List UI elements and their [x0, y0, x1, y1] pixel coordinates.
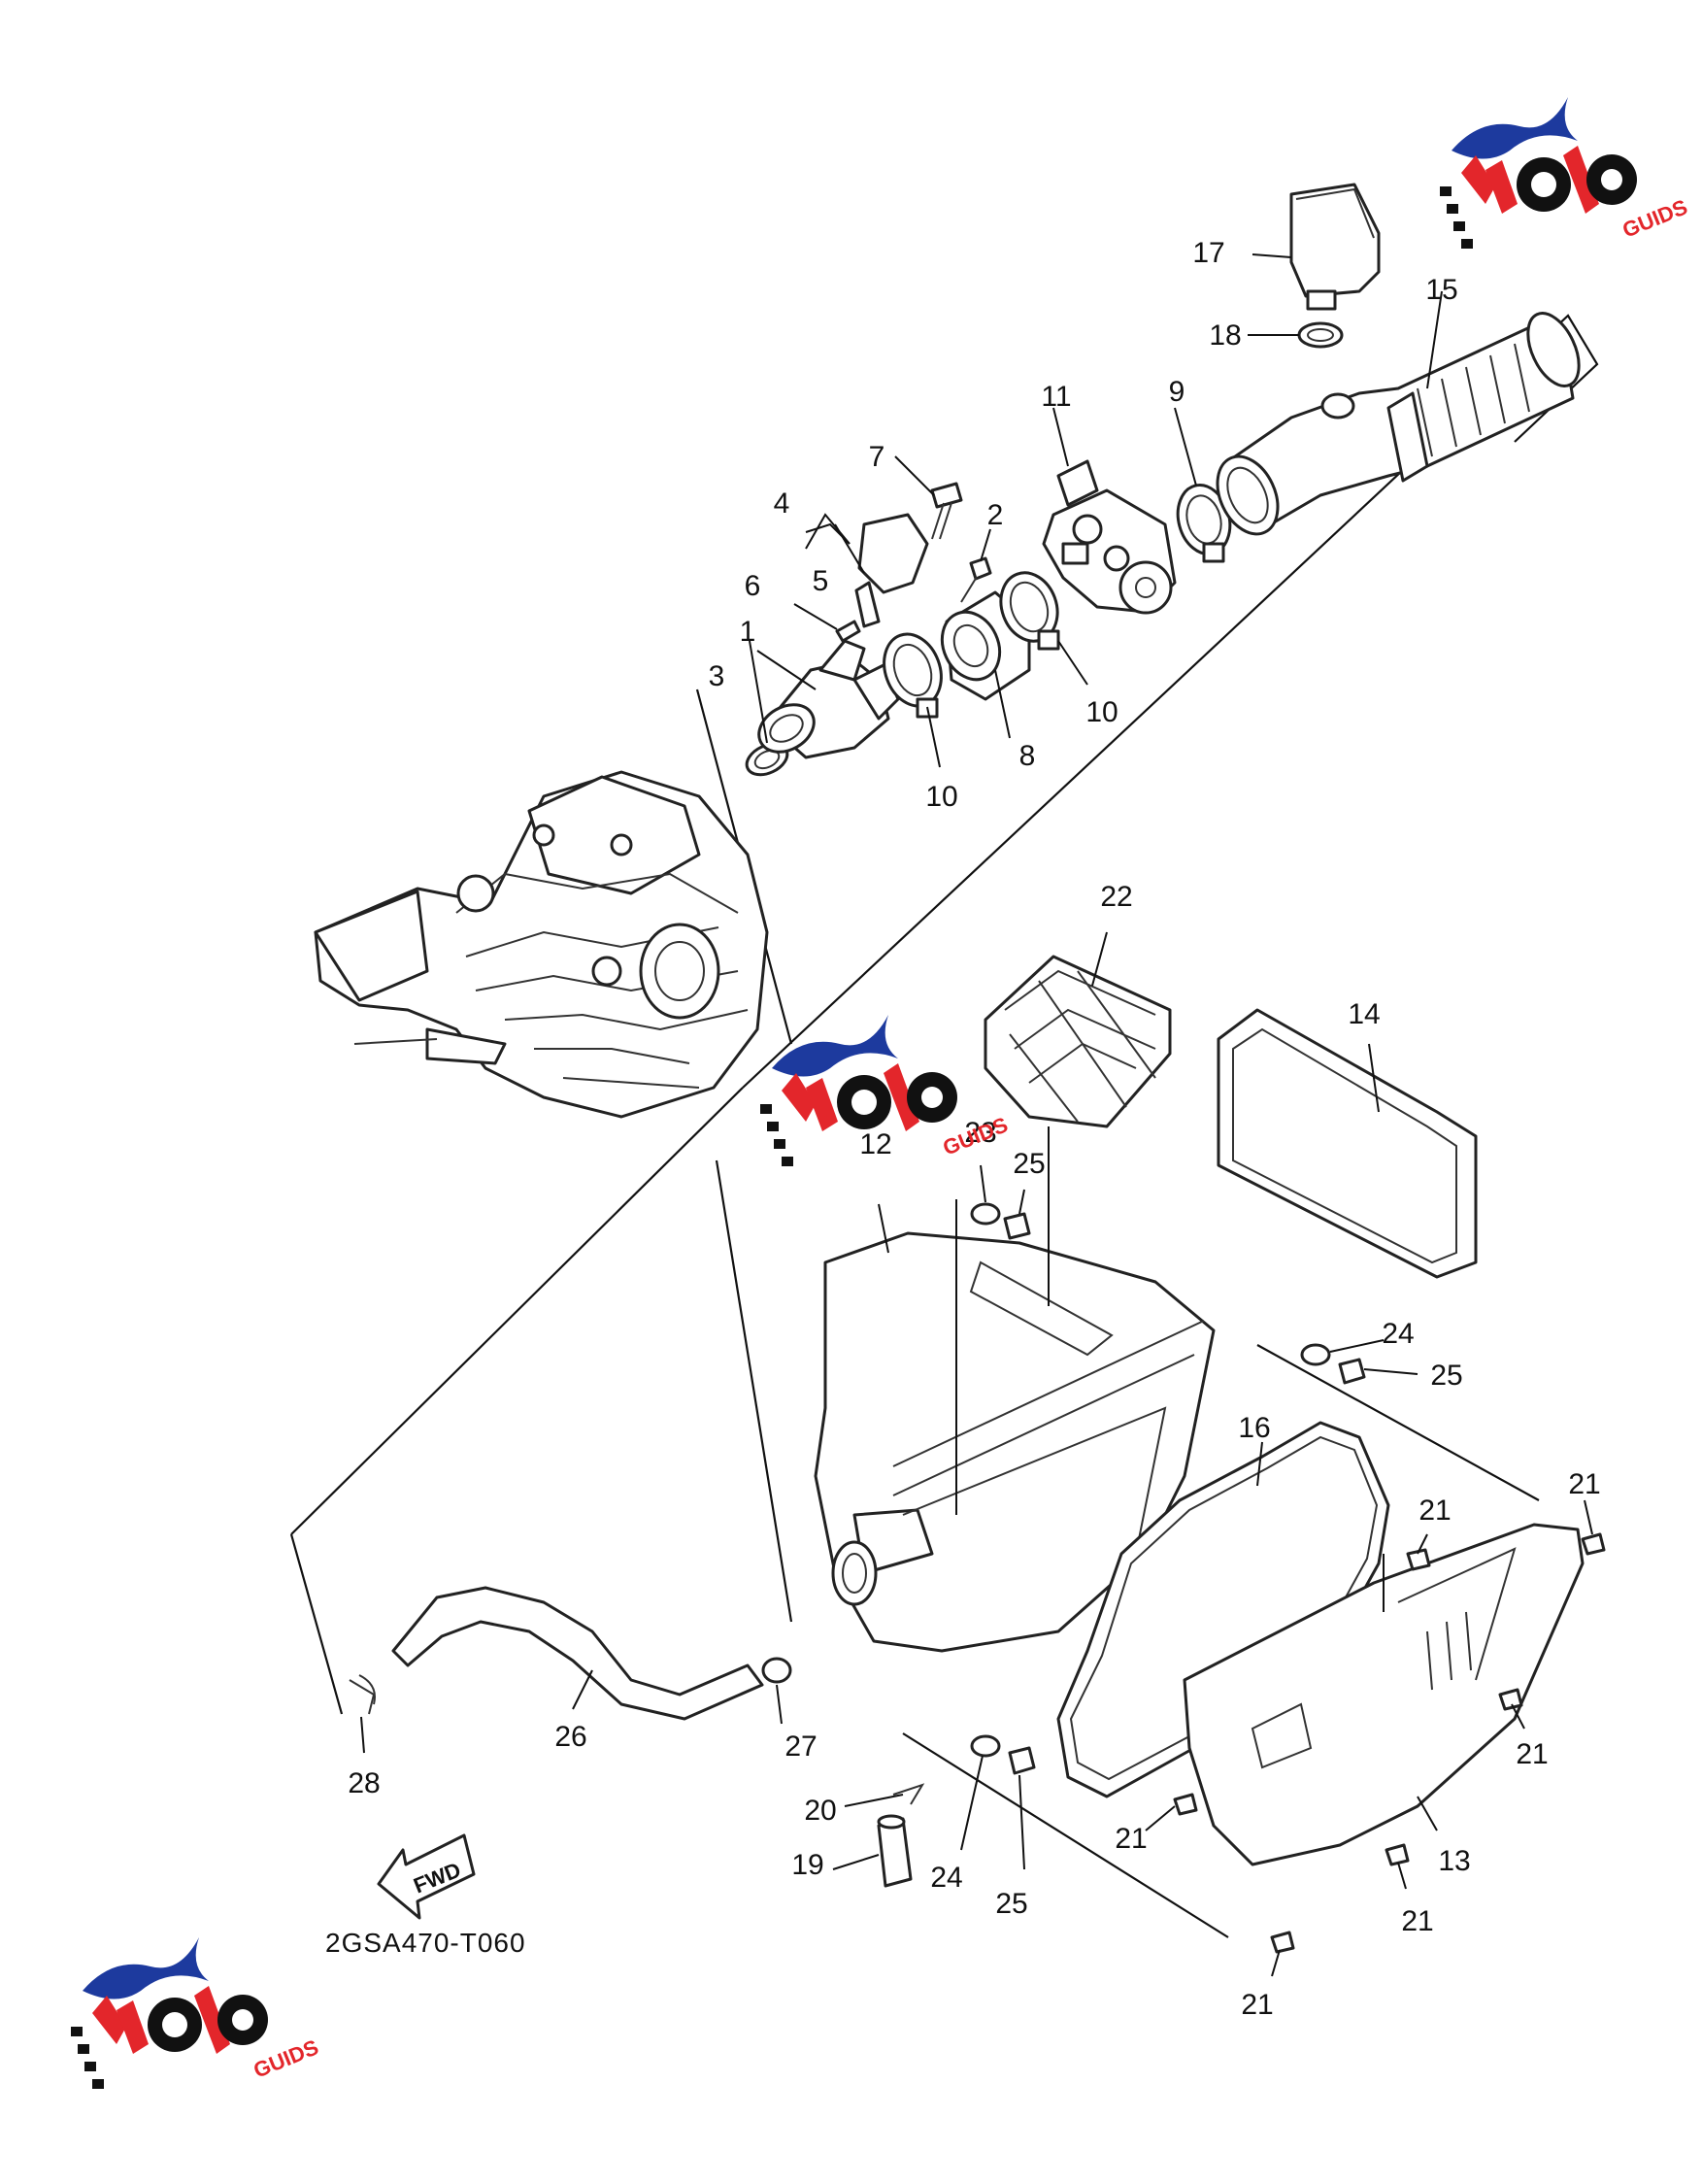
screw-21-c: [1498, 1688, 1523, 1711]
callout-22: 22: [1100, 881, 1132, 913]
bolt-2: [960, 556, 992, 603]
sensor-4: [854, 513, 929, 628]
clamp-10-upper: [999, 571, 1060, 651]
callout-19: 19: [791, 1849, 823, 1881]
callout-9: 9: [1169, 376, 1185, 408]
callouts: 1 2 3 4 5 6 7 8 9 10 10 11 12 13 14 15 1…: [348, 237, 1600, 2021]
callout-28: 28: [348, 1767, 380, 1799]
airbox-frame-lower: [902, 1732, 1229, 1938]
hose-clamp-27: [761, 1657, 792, 1684]
bolt-25-lower: [1008, 1746, 1036, 1775]
bolt-7: [930, 482, 963, 540]
callout-25-lower: 25: [995, 1888, 1027, 1920]
washer-23: [970, 1202, 1001, 1226]
logo-watermark-bottom-left: GUIDS: [71, 1937, 321, 2089]
diagram-code: 2GSA470-T060: [325, 1928, 526, 1958]
callout-21-f: 21: [1241, 1989, 1273, 2021]
washers-bolts: [970, 1202, 1606, 1954]
callout-1: 1: [740, 616, 756, 648]
airbox-seal: [1056, 1421, 1390, 1798]
drain-plug: [877, 1814, 913, 1888]
callout-15: 15: [1425, 274, 1457, 306]
callout-3: 3: [709, 660, 725, 692]
callout-6: 6: [745, 570, 761, 602]
callout-10-upper: 10: [1085, 696, 1118, 728]
callout-26: 26: [554, 1721, 586, 1753]
airbox-case: [814, 1231, 1216, 1653]
screw-21-e: [1385, 1843, 1410, 1866]
callout-23: 23: [964, 1117, 996, 1149]
logo-suffix: GUIDS: [250, 2034, 322, 2082]
callout-24-upper: 24: [1382, 1318, 1414, 1350]
callout-21-a: 21: [1418, 1495, 1451, 1527]
clamp-9: [1176, 484, 1232, 563]
air-filter-element: [984, 955, 1172, 1128]
washer-24-lower: [970, 1734, 1001, 1758]
screw-21-b: [1581, 1532, 1606, 1556]
callout-11: 11: [1041, 381, 1071, 413]
callout-25-upper: 25: [1430, 1360, 1462, 1392]
airbox-frame-main: [290, 1087, 744, 1535]
callout-21-e: 21: [1401, 1905, 1433, 1937]
screw-6: [835, 620, 861, 643]
airbox-cover: [1217, 1008, 1478, 1279]
callout-21-c: 21: [1516, 1738, 1548, 1770]
cap-17: [1289, 183, 1381, 311]
callout-27: 27: [784, 1730, 817, 1763]
washer-24-upper: [1300, 1343, 1331, 1366]
callout-17: 17: [1192, 237, 1224, 269]
fwd-arrow: FWD: [377, 1833, 476, 1920]
intake-duct: [1216, 312, 1581, 536]
callout-24-lower: 24: [930, 1862, 962, 1894]
airbox-frame-right: [1256, 1344, 1540, 1501]
callout-12: 12: [859, 1128, 891, 1160]
airbox-frame-bottom: [289, 1533, 344, 1715]
clamp-18: [1297, 321, 1344, 349]
plug-clip-20: [892, 1783, 925, 1805]
leader-lines: [360, 253, 1593, 1977]
airbox-frame-left: [715, 1159, 793, 1623]
airbox-lower-cover: [1183, 1523, 1585, 1866]
callout-18: 18: [1209, 319, 1241, 352]
throttle-body: [1042, 459, 1177, 615]
drain-hose: [391, 1586, 764, 1721]
callout-21-d: 21: [1115, 1823, 1147, 1855]
callout-13: 13: [1438, 1845, 1470, 1877]
callout-8: 8: [1019, 740, 1036, 772]
callout-20: 20: [804, 1795, 836, 1827]
callout-21-b: 21: [1568, 1468, 1600, 1500]
bolt-25-upper: [1338, 1358, 1366, 1385]
callout-2: 2: [987, 499, 1004, 531]
bolt-25-top: [1003, 1212, 1031, 1240]
screw-21-d: [1173, 1793, 1198, 1816]
logo-watermark-top-right: GUIDS: [1440, 97, 1690, 249]
clamp-10-lower: [883, 632, 943, 719]
callout-10-lower: 10: [925, 781, 957, 813]
engine-cylinder-head: [314, 770, 769, 1119]
callout-16: 16: [1238, 1412, 1270, 1444]
callout-14: 14: [1348, 998, 1380, 1030]
callout-4: 4: [774, 487, 790, 520]
hose-clip-28: [349, 1674, 376, 1715]
intake-manifold: [757, 639, 900, 759]
callout-5: 5: [813, 565, 829, 597]
screw-21-f: [1270, 1931, 1295, 1954]
logo-suffix: GUIDS: [1619, 194, 1691, 242]
callout-25-top: 25: [1013, 1148, 1045, 1180]
callout-7: 7: [869, 441, 885, 473]
